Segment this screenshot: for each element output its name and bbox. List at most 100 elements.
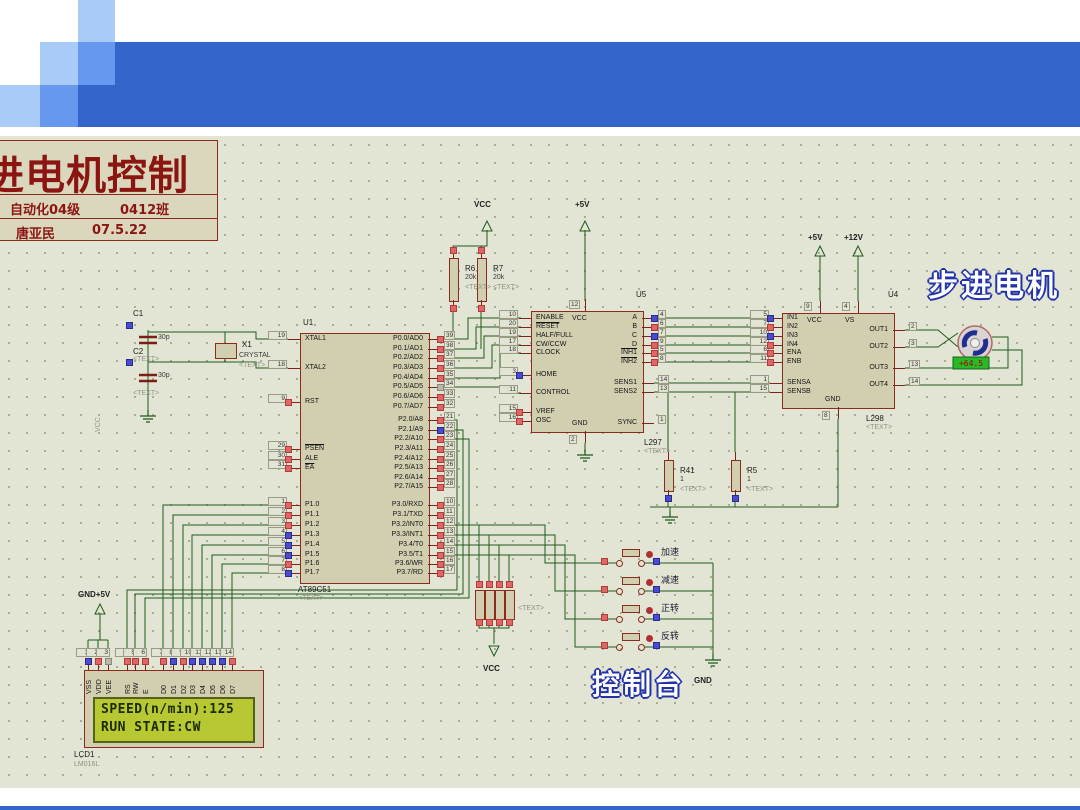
pin-stub <box>98 664 99 671</box>
deco-square <box>78 42 115 85</box>
project-title: 进电机控制 <box>0 153 189 199</box>
t-l298: L298 <box>866 414 884 423</box>
pin-stub <box>232 664 233 671</box>
resistor-text: <TEXT> <box>680 486 707 493</box>
pin-state-indicator <box>496 619 503 626</box>
pin-number: 10 <box>444 497 456 506</box>
pin-label-d: D <box>631 341 637 348</box>
pin-label-out3: OUT3 <box>869 364 888 371</box>
pin-state-indicator <box>496 581 503 588</box>
pin-number: 18 <box>268 360 287 369</box>
pin-stub <box>135 664 136 671</box>
t-lcd1: LCD1 <box>74 750 95 759</box>
pin-state-indicator <box>767 359 774 366</box>
pin-stub <box>222 664 223 671</box>
pin-number: 21 <box>444 412 456 421</box>
pin-stub <box>642 392 654 393</box>
divider <box>0 218 217 219</box>
resistor-r41[interactable] <box>664 460 674 492</box>
resistor-pack-element[interactable] <box>485 590 495 620</box>
pin-number: 1 <box>658 415 666 424</box>
pin-state-indicator <box>437 456 444 463</box>
divider <box>0 194 217 195</box>
t-lm016l: LM016L <box>74 761 100 768</box>
resistor-value: 20k <box>465 274 477 281</box>
pin-stub <box>519 421 531 422</box>
pin-number: 2 <box>569 435 577 444</box>
pin-label-p2.4-a12: P2.4/A12 <box>394 455 423 462</box>
button-terminal <box>616 560 623 567</box>
pin-stub <box>858 301 859 313</box>
push-button[interactable] <box>622 549 640 557</box>
resistor-text: <TEXT> <box>747 486 774 493</box>
button-terminal <box>638 560 645 567</box>
t-30p: 30p <box>158 372 170 379</box>
pin-number: 27 <box>444 470 456 479</box>
pin-label-sens1: SENS1 <box>614 379 637 386</box>
pin-state-indicator <box>437 465 444 472</box>
pin-number: 4 <box>658 310 666 319</box>
deco-square <box>40 85 78 127</box>
pin-stub <box>519 327 531 328</box>
t-text: <TEXT> <box>518 605 545 612</box>
pin-stub <box>288 402 300 403</box>
pin-state-indicator <box>653 586 660 593</box>
deco-square <box>40 42 78 85</box>
pin-label-p0.7-ad7: P0.7/AD7 <box>393 403 423 410</box>
pin-number: 23 <box>444 431 456 440</box>
pin-state-indicator <box>437 346 444 353</box>
pin-label-p2.2-a10: P2.2/A10 <box>394 435 423 442</box>
button-terminal <box>638 588 645 595</box>
pin-state-indicator <box>85 658 92 665</box>
button-actuator-icon[interactable] <box>646 579 653 586</box>
pin-state-indicator <box>437 336 444 343</box>
chip-u5-l297[interactable] <box>531 311 644 433</box>
resistor-pack-element[interactable] <box>505 590 515 620</box>
pin-stub <box>770 383 782 384</box>
pin-state-indicator <box>170 658 177 665</box>
pin-label-vss: VSS <box>86 679 93 694</box>
pin-label-rw: RW <box>133 682 140 694</box>
date-label: 07.5.22 <box>92 223 148 238</box>
pin-number: 6 <box>133 648 147 657</box>
pin-stub <box>585 299 586 311</box>
pin-label-osc: OSC <box>536 417 552 424</box>
resistor-pack-element[interactable] <box>495 590 505 620</box>
pin-state-indicator <box>601 642 608 649</box>
push-button[interactable] <box>622 577 640 585</box>
push-button[interactable] <box>622 605 640 613</box>
t-text: <TEXT> <box>133 356 160 363</box>
button-actuator-icon[interactable] <box>646 551 653 558</box>
pin-label-p1.2: P1.2 <box>305 521 320 528</box>
resistor-pack-element[interactable] <box>475 590 485 620</box>
pin-stub <box>770 327 782 328</box>
pin-state-indicator <box>285 502 292 509</box>
pin-stub <box>642 423 654 424</box>
resistor-text: <TEXT> <box>493 284 520 291</box>
title-banner <box>115 42 1080 127</box>
pin-label-ea: EA <box>305 464 315 471</box>
pin-state-indicator <box>285 561 292 568</box>
pin-state-indicator <box>437 436 444 443</box>
resistor-r6[interactable] <box>449 258 459 302</box>
push-button[interactable] <box>622 633 640 641</box>
lcd-display[interactable]: SPEED(n/min):125 RUN STATE:CW <box>84 670 264 748</box>
resistor-r5[interactable] <box>731 460 741 492</box>
pin-state-indicator <box>285 542 292 549</box>
resistor-r7[interactable] <box>477 258 487 302</box>
button-actuator-icon[interactable] <box>646 607 653 614</box>
button-actuator-icon[interactable] <box>646 635 653 642</box>
pin-number: 5 <box>658 345 666 354</box>
crystal-x1[interactable] <box>215 343 237 359</box>
pin-number: 8 <box>658 354 666 363</box>
pin-state-indicator <box>132 658 139 665</box>
pin-stub <box>735 452 736 460</box>
pin-stub <box>893 330 905 331</box>
pin-label-b: B <box>632 323 637 330</box>
pin-label-home: HOME <box>536 371 557 378</box>
pin-state-indicator <box>142 658 149 665</box>
pin-label-p0.0-ad0: P0.0/AD0 <box>393 335 423 342</box>
pin-label-in1: IN1 <box>787 314 798 321</box>
pin-label-xtal2: XTAL2 <box>305 364 326 371</box>
